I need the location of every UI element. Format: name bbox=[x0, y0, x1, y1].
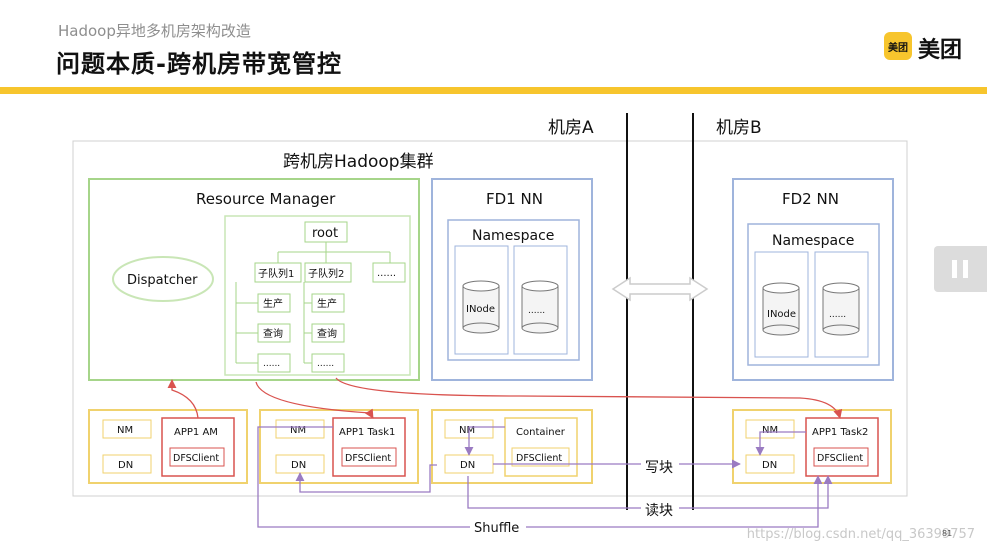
room-a-label: 机房A bbox=[548, 118, 594, 138]
svg-text:NM: NM bbox=[290, 425, 306, 436]
svg-text:DN: DN bbox=[118, 460, 133, 471]
queue-1-prod bbox=[257, 293, 291, 313]
fd2-namespace-box bbox=[747, 223, 880, 366]
svg-text:生产: 生产 bbox=[263, 297, 283, 310]
sync-double-arrow bbox=[611, 276, 709, 302]
container-to-dn-line bbox=[464, 426, 505, 456]
svg-text:Namespace: Namespace bbox=[472, 228, 554, 244]
svg-text:生产: 生产 bbox=[317, 297, 337, 310]
svg-text:......: ...... bbox=[829, 310, 846, 320]
svg-text:DFSClient: DFSClient bbox=[345, 453, 391, 464]
dn-to-dn-line bbox=[295, 464, 437, 493]
fd1-nn-box bbox=[431, 178, 593, 381]
fd1-namespace-box bbox=[447, 219, 580, 361]
fd1-inode-db-icon: INode bbox=[462, 280, 500, 334]
dispatcher-label: Dispatcher bbox=[127, 273, 198, 288]
resource-manager-box bbox=[88, 178, 420, 381]
node-4-box bbox=[732, 409, 892, 484]
page-number: 81 bbox=[942, 529, 953, 538]
svg-text:APP1 AM: APP1 AM bbox=[174, 427, 218, 438]
svg-text:查询: 查询 bbox=[317, 327, 337, 340]
task2-to-dn-line bbox=[755, 431, 806, 456]
slide-subtitle: Hadoop异地多机房架构改造 bbox=[58, 22, 251, 40]
queue-2-prod bbox=[311, 293, 345, 313]
svg-text:Container: Container bbox=[516, 427, 566, 438]
svg-text:......: ...... bbox=[377, 268, 396, 279]
svg-text:DN: DN bbox=[762, 460, 777, 471]
svg-text:......: ...... bbox=[317, 359, 334, 369]
fd2-title: FD2 NN bbox=[782, 190, 839, 208]
header-divider bbox=[0, 87, 987, 94]
svg-text:NM: NM bbox=[762, 425, 778, 436]
svg-text:APP1 Task1: APP1 Task1 bbox=[339, 427, 395, 438]
svg-text:NM: NM bbox=[459, 425, 475, 436]
csdn-watermark: https://blog.csdn.net/qq_36399757 bbox=[746, 527, 975, 542]
svg-text:Namespace: Namespace bbox=[772, 233, 854, 249]
queue-tree-box bbox=[224, 215, 411, 376]
queue-2-query bbox=[311, 323, 345, 343]
fd2-nn-box bbox=[732, 178, 894, 381]
svg-text:DN: DN bbox=[460, 460, 475, 471]
svg-text:子队列1: 子队列1 bbox=[258, 267, 294, 280]
svg-text:查询: 查询 bbox=[263, 327, 283, 340]
read-block-label: 读块 bbox=[645, 502, 673, 519]
root-label: root bbox=[312, 226, 338, 241]
fd1-title: FD1 NN bbox=[486, 190, 543, 208]
rm-title: Resource Manager bbox=[196, 190, 336, 208]
fd2-inode-db-icon: INode bbox=[762, 282, 800, 336]
svg-text:INode: INode bbox=[767, 309, 796, 320]
queue-1 bbox=[254, 262, 302, 283]
fd1-db-icon: ...... bbox=[521, 280, 559, 334]
node-1-box bbox=[88, 409, 248, 484]
node-3-box bbox=[431, 409, 593, 484]
room-b-label: 机房B bbox=[716, 118, 762, 138]
dispatcher-node bbox=[112, 256, 214, 302]
shuffle-line bbox=[257, 426, 823, 528]
cluster-box bbox=[72, 140, 908, 497]
svg-text:APP1 Task2: APP1 Task2 bbox=[812, 427, 868, 438]
rm-to-task1-arrow bbox=[255, 381, 374, 419]
svg-text:子队列2: 子队列2 bbox=[308, 267, 344, 280]
svg-text:DFSClient: DFSClient bbox=[516, 453, 562, 464]
svg-text:NM: NM bbox=[117, 425, 133, 436]
queue-2-more bbox=[311, 353, 345, 373]
meituan-logo-text: 美团 bbox=[918, 38, 963, 63]
svg-text:DN: DN bbox=[291, 460, 306, 471]
meituan-logo-badge: 美团 bbox=[884, 32, 912, 60]
cluster-title: 跨机房Hadoop集群 bbox=[283, 152, 434, 172]
svg-text:DFSClient: DFSClient bbox=[173, 453, 219, 464]
am-to-rm-arrow bbox=[167, 379, 199, 419]
slide-title: 问题本质-跨机房带宽管控 bbox=[56, 50, 342, 78]
write-block-label: 写块 bbox=[645, 460, 673, 476]
queue-2 bbox=[304, 262, 352, 283]
queue-more bbox=[372, 262, 406, 283]
shuffle-label: Shuffle bbox=[474, 521, 519, 536]
queue-1-more bbox=[257, 353, 291, 373]
pause-icon[interactable] bbox=[934, 246, 987, 292]
fd2-db-icon: ...... bbox=[822, 282, 860, 336]
rm-to-task2-arrow bbox=[335, 377, 843, 419]
svg-text:DFSClient: DFSClient bbox=[817, 453, 863, 464]
svg-text:......: ...... bbox=[528, 306, 545, 316]
queue-1-query bbox=[257, 323, 291, 343]
svg-text:......: ...... bbox=[263, 359, 280, 369]
svg-text:INode: INode bbox=[466, 304, 495, 315]
